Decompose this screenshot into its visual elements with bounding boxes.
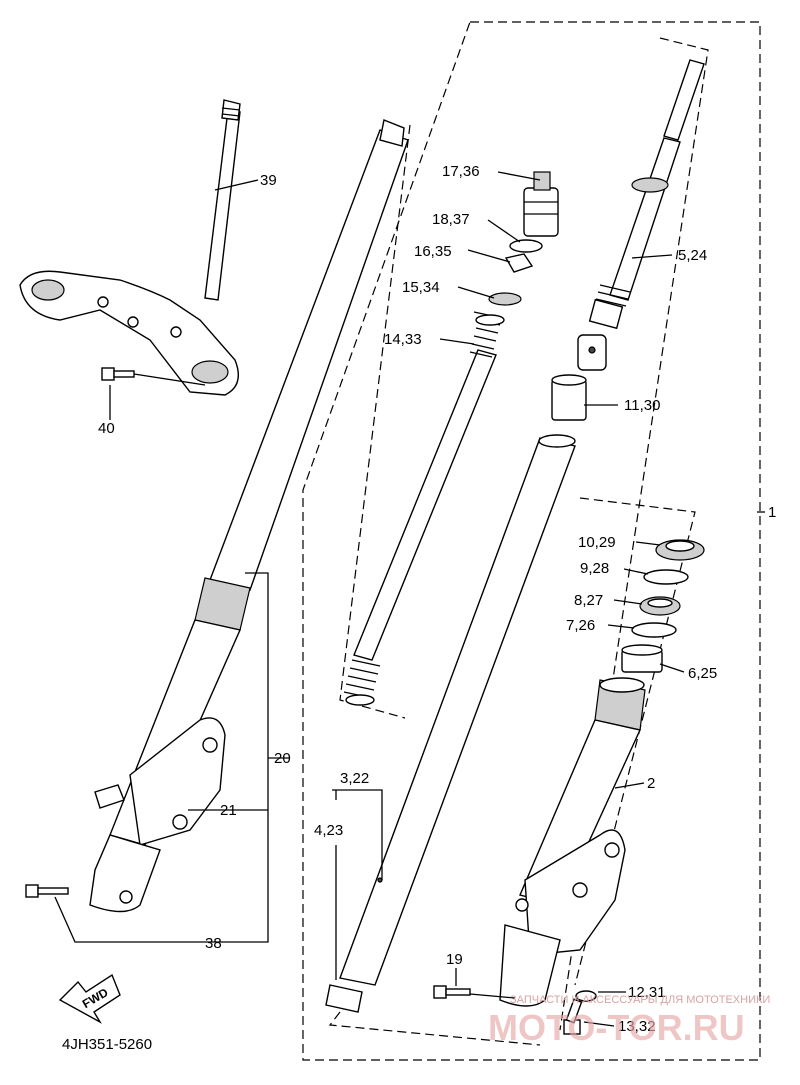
fwd-arrow-icon: FWD <box>58 973 121 1024</box>
label-16-35: 16,35 <box>414 243 452 260</box>
damper-piece <box>577 334 607 371</box>
label-39: 39 <box>260 172 277 189</box>
label-7-26: 7,26 <box>566 617 595 634</box>
pinch-bolt-40 <box>101 367 206 386</box>
axle-pinch-bolt-38 <box>25 884 69 898</box>
label-3-22: 3,22 <box>340 770 369 787</box>
oil-seal-8-27 <box>639 596 681 616</box>
spring-group-bracket <box>339 124 411 719</box>
spring-bottom <box>343 659 381 706</box>
label-11-30: 11,30 <box>624 397 660 414</box>
catalog-code: 4JH351-5260 <box>62 1036 152 1053</box>
outer-tube-2 <box>499 677 646 1007</box>
bolt-19 <box>433 985 471 999</box>
o-ring-18-37 <box>509 239 543 253</box>
label-5-24: 5,24 <box>678 247 707 264</box>
washer-12-31 <box>575 990 597 1002</box>
label-9-28: 9,28 <box>580 560 609 577</box>
label-19: 19 <box>446 951 463 968</box>
bottom-group-bracket <box>328 1011 541 1046</box>
label-13-32: 13,32 <box>618 1018 656 1035</box>
spring-top <box>469 311 505 358</box>
guide-bush-4-23 <box>325 984 363 1013</box>
seal-group-bracket <box>574 497 696 986</box>
assembly-boundary <box>302 21 761 1061</box>
label-2: 2 <box>647 775 655 792</box>
inner-tube-group-bracket <box>559 37 709 1031</box>
stopper-ring-9-28 <box>643 569 689 585</box>
label-18-37: 18,37 <box>432 211 470 228</box>
label-12-31: 12,31 <box>628 984 666 1001</box>
collar-11-30 <box>551 374 587 421</box>
label-17-36: 17,36 <box>442 163 480 180</box>
label-14-33: 14,33 <box>384 331 422 348</box>
leader-lines <box>54 171 765 1027</box>
fork-leg-assembly-20 <box>89 119 409 913</box>
steering-stem-assembly <box>19 99 241 396</box>
washer-7-26 <box>631 622 677 638</box>
inner-tube-assembly <box>588 59 705 330</box>
cap-bolt-17-36 <box>523 171 559 237</box>
slide-metal-6-25 <box>621 644 663 673</box>
nut-16-35 <box>504 253 534 273</box>
fork-tube-3-22 <box>339 434 576 986</box>
label-15-34: 15,34 <box>402 279 440 296</box>
watermark-tagline: ЗАПЧАСТИ И АКСЕССУАРЫ ДЛЯ МОТОТЕХНИКИ <box>510 994 770 1006</box>
label-40: 40 <box>98 420 115 437</box>
label-6-25: 6,25 <box>688 665 717 682</box>
label-20: 20 <box>274 750 291 767</box>
label-38: 38 <box>205 935 222 952</box>
watermark: ЗАПЧАСТИ И АКСЕССУАРЫ ДЛЯ МОТОТЕХНИКИ MO… <box>488 994 770 1048</box>
label-21: 21 <box>220 802 237 819</box>
label-1: 1 <box>768 504 776 521</box>
label-8-27: 8,27 <box>574 592 603 609</box>
dust-seal-10-29 <box>655 539 705 561</box>
washer-15-34 <box>488 292 522 306</box>
label-10-29: 10,29 <box>578 534 616 551</box>
bolt-13-32 <box>563 998 583 1035</box>
watermark-site: MOTO-TOR.RU <box>488 1007 745 1048</box>
label-4-23: 4,23 <box>314 822 343 839</box>
damper-rod-assembly <box>343 311 505 706</box>
